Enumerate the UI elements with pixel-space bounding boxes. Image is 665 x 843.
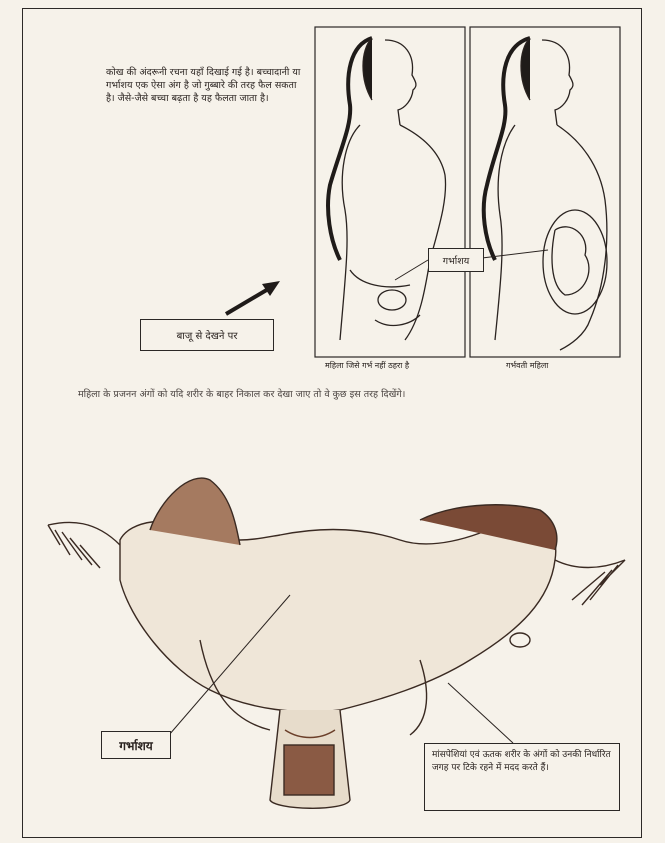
uterus-label-top: गर्भाशय	[428, 248, 484, 272]
woman-pregnant-figure	[484, 38, 607, 350]
caption-not-pregnant: महिला जिसे गर्भ नहीं ठहरा है	[325, 360, 409, 371]
panel-pregnant	[470, 27, 620, 357]
panel-not-pregnant	[315, 27, 465, 357]
body-paragraph: महिला के प्रजनन अंगों को यदि शरीर के बाह…	[78, 389, 418, 402]
woman-not-pregnant-figure	[328, 38, 446, 340]
arrow-icon	[226, 281, 280, 314]
uterus-label-bottom: गर्भाशय	[101, 731, 171, 759]
caption-pregnant: गर्भवती महिला	[506, 360, 548, 371]
intro-text: कोख की अंदरूनी रचना यहाँ दिखाई गई है। बच…	[106, 67, 306, 105]
muscle-note-box: मांसपेशियां एवं ऊतक शरीर के अंगों को उनक…	[424, 743, 620, 811]
side-view-label: बाजू से देखने पर	[140, 319, 274, 351]
